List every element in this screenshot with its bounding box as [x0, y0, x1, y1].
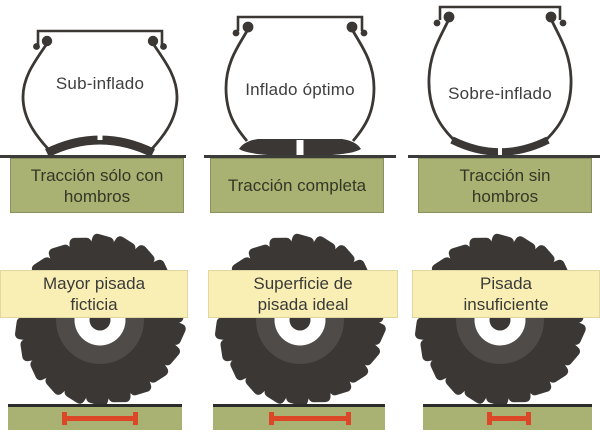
sidewall-right — [351, 30, 376, 142]
tire-state-label: Sobre-inflado — [448, 84, 552, 103]
sidewall-left — [427, 20, 454, 140]
contact-patch-width-marker — [269, 412, 351, 425]
traction-label: Tracción sin hombros — [459, 165, 551, 206]
rim-line — [438, 5, 562, 20]
traction-label-block: Tracción completa — [210, 158, 384, 213]
footprint-label-band: Mayor pisada ficticia — [0, 270, 188, 318]
tractor-wheel-icon — [14, 233, 186, 407]
sidewall-left — [21, 44, 52, 152]
footprint-label-band: Pisada insuficiente — [412, 270, 600, 318]
ground-line — [408, 155, 600, 158]
underinflated-tire-cross-section-icon — [21, 29, 179, 158]
contact-patch-width-marker — [62, 412, 138, 425]
bead-dot-small — [433, 19, 441, 27]
bead-dot-small — [360, 29, 368, 37]
sidewall-right — [546, 20, 573, 140]
contact-patch-width-marker — [487, 412, 531, 425]
traction-label-block: Tracción sólo con hombros — [10, 158, 184, 213]
bead-dot-small — [559, 19, 567, 27]
rim-line — [36, 29, 164, 45]
tread-notch — [498, 146, 502, 157]
rim-line — [236, 15, 364, 31]
tread-arc — [45, 135, 155, 158]
footprint-label-band: Superficie de pisada ideal — [208, 270, 398, 318]
tractor-wheel-icon — [414, 233, 586, 407]
optimal-tire-cross-section-icon — [224, 15, 376, 156]
bead-dot — [147, 35, 159, 47]
bead-dot — [545, 11, 557, 23]
bead-dot — [443, 11, 455, 23]
bead-dot-small — [232, 29, 240, 37]
bead-dot-small — [160, 43, 167, 50]
footprint-label: Mayor pisada ficticia — [42, 274, 146, 314]
bead-dot — [346, 21, 358, 33]
footprint-label: Superficie de pisada ideal — [253, 274, 353, 314]
bead-dot-small — [33, 43, 40, 50]
tractor-wheel-icon — [214, 233, 386, 407]
traction-label-block: Tracción sin hombros — [418, 158, 592, 213]
ground-line — [0, 155, 186, 158]
traction-label: Tracción sólo con hombros — [30, 165, 164, 206]
tread-notch — [97, 126, 103, 140]
footprint-label: Pisada insuficiente — [463, 274, 549, 314]
tire-state-label: Inflado óptimo — [245, 80, 355, 99]
bead-dot — [41, 35, 53, 47]
traction-label: Tracción completa — [227, 176, 367, 195]
sidewall-right — [148, 44, 179, 152]
bead-dot — [242, 21, 254, 33]
ground-line — [204, 155, 396, 158]
sidewall-left — [224, 30, 249, 142]
overinflated-tire-cross-section-icon — [427, 5, 573, 157]
tire-state-label: Sub-inflado — [55, 74, 145, 93]
tread-notch — [296, 140, 304, 156]
